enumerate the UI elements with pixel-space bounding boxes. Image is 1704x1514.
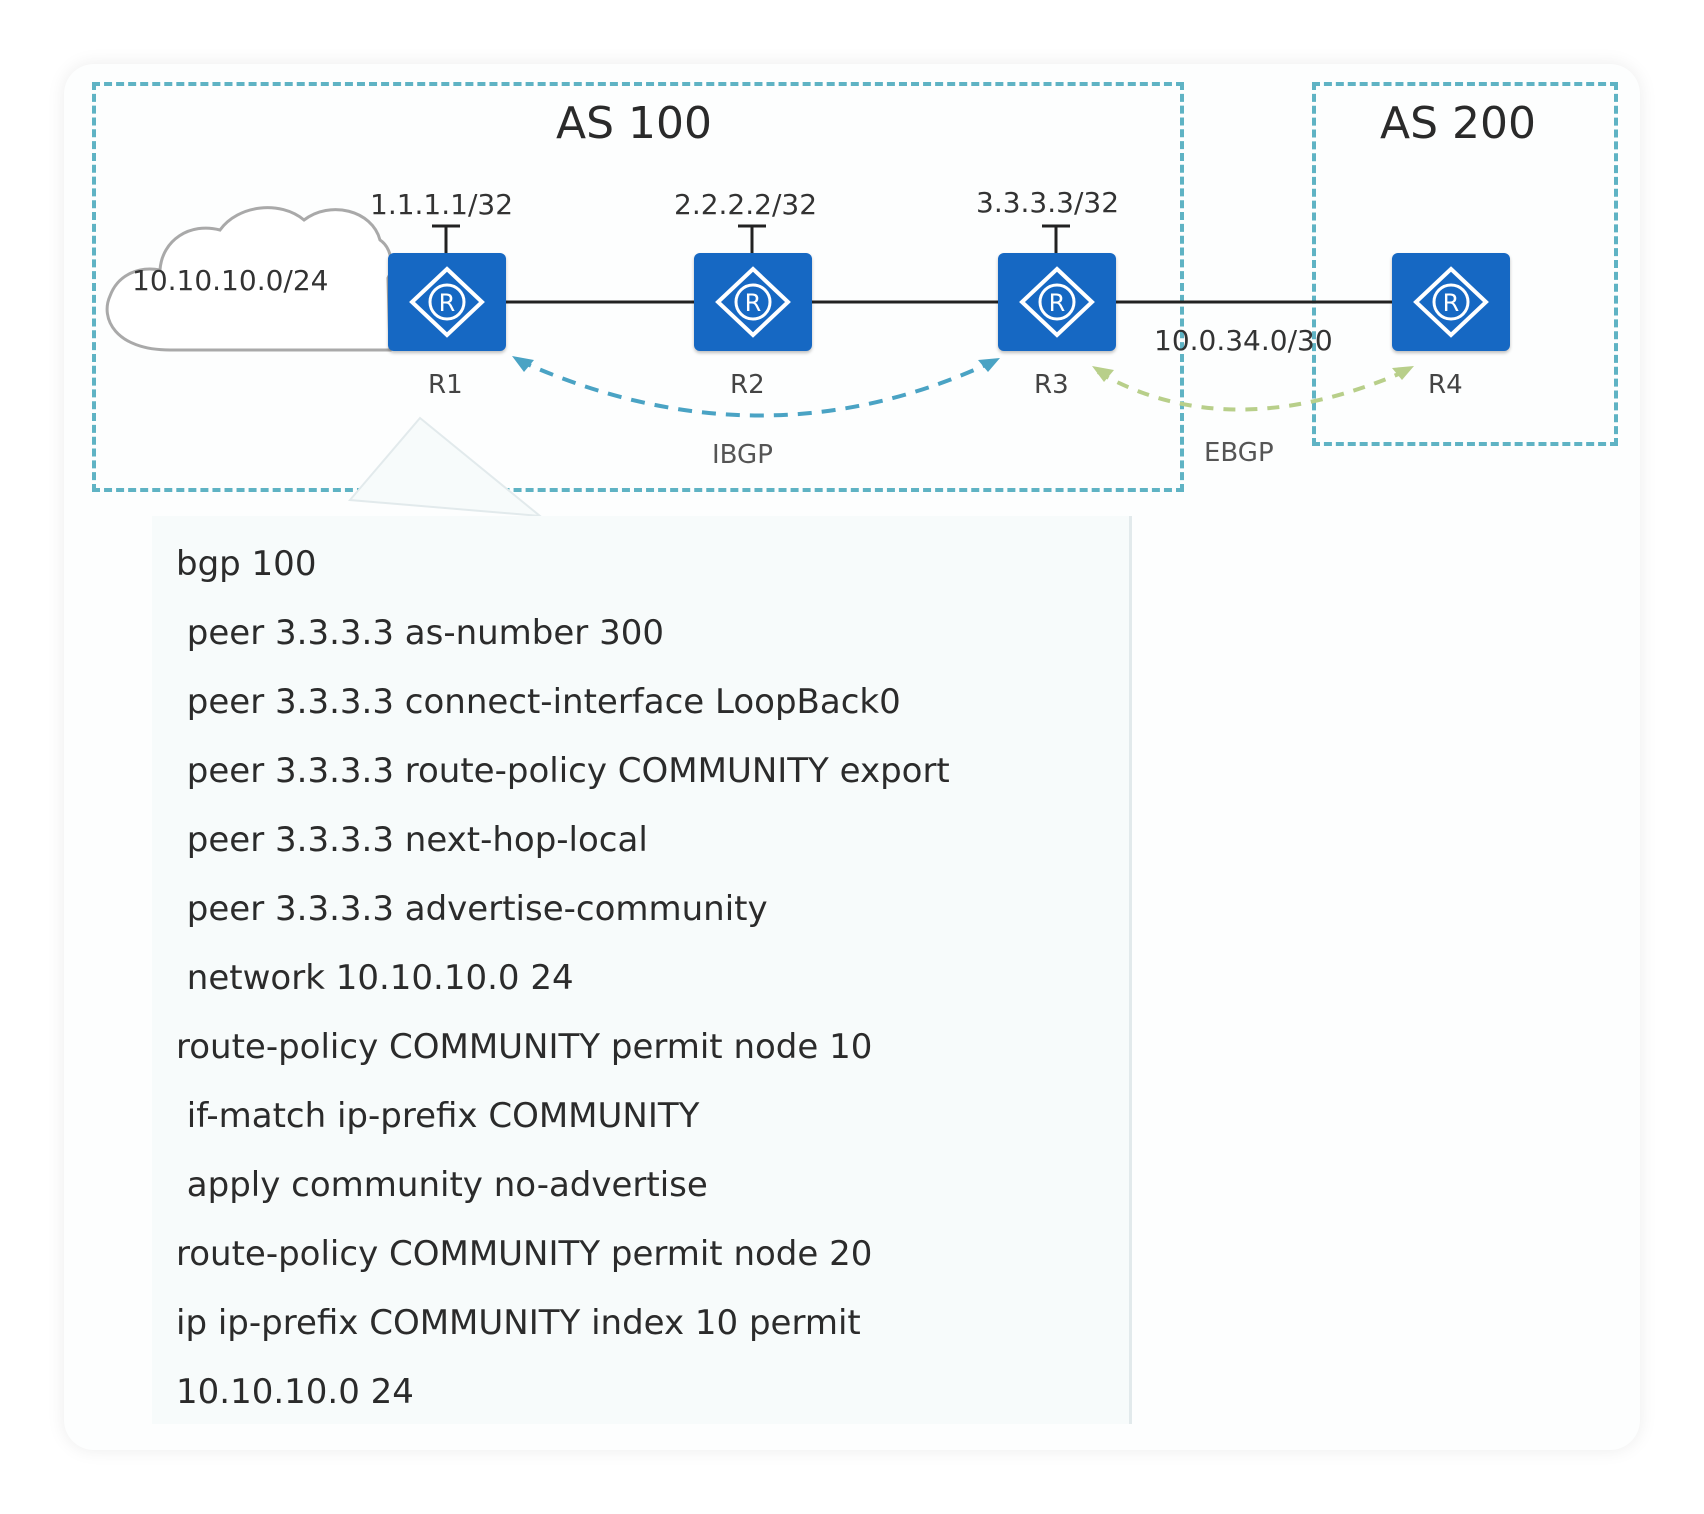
- as-100-title: AS 100: [556, 98, 712, 149]
- svg-text:R: R: [745, 289, 762, 317]
- ebgp-session-arc: [1097, 368, 1409, 412]
- config-line: if-match ip-prefix COMMUNITY: [176, 1096, 700, 1136]
- as-100-boundary: [92, 82, 1184, 492]
- svg-text:R: R: [1443, 289, 1460, 317]
- router-r1[interactable]: R: [388, 253, 506, 351]
- r1-name-label: R1: [428, 370, 463, 400]
- router-icon: R: [1413, 266, 1489, 338]
- r3-r4-subnet-label: 10.0.34.0/30: [1154, 324, 1333, 357]
- config-line: route-policy COMMUNITY permit node 20: [176, 1234, 873, 1274]
- as-200-boundary: [1312, 82, 1618, 446]
- as-200-title: AS 200: [1380, 98, 1536, 149]
- router-r4[interactable]: R: [1392, 253, 1510, 351]
- r2-name-label: R2: [730, 370, 765, 400]
- config-line: peer 3.3.3.3 next-hop-local: [176, 820, 648, 860]
- config-line: peer 3.3.3.3 advertise-community: [176, 889, 768, 929]
- router-icon: R: [1019, 266, 1095, 338]
- r1-loopback-label: 1.1.1.1/32: [370, 188, 514, 221]
- config-line: peer 3.3.3.3 as-number 300: [176, 613, 664, 653]
- r1-config-box: bgp 100 peer 3.3.3.3 as-number 300 peer …: [152, 516, 1132, 1424]
- r2-loopback-label: 2.2.2.2/32: [674, 188, 818, 221]
- callout-pointer: [347, 416, 544, 518]
- svg-text:R: R: [1049, 289, 1066, 317]
- cloud-icon: [105, 206, 393, 352]
- r3-name-label: R3: [1034, 370, 1069, 400]
- config-line: network 10.10.10.0 24: [176, 958, 574, 998]
- config-line: apply community no-advertise: [176, 1165, 708, 1205]
- svg-text:R: R: [439, 289, 456, 317]
- config-line: 10.10.10.0 24: [176, 1372, 414, 1412]
- router-icon: R: [409, 266, 485, 338]
- config-line: peer 3.3.3.3 route-policy COMMUNITY expo…: [176, 751, 950, 791]
- router-r2[interactable]: R: [694, 253, 812, 351]
- ibgp-session-arc: [517, 358, 993, 418]
- config-line: bgp 100: [176, 544, 317, 584]
- router-r3[interactable]: R: [998, 253, 1116, 351]
- ebgp-label: EBGP: [1204, 438, 1274, 468]
- r3-loopback-label: 3.3.3.3/32: [976, 186, 1120, 219]
- router-icon: R: [715, 266, 791, 338]
- config-line: peer 3.3.3.3 connect-interface LoopBack0: [176, 682, 901, 722]
- config-line: route-policy COMMUNITY permit node 10: [176, 1027, 873, 1067]
- config-line: ip ip-prefix COMMUNITY index 10 permit: [176, 1303, 861, 1343]
- r4-name-label: R4: [1428, 370, 1463, 400]
- cloud-network-label: 10.10.10.0/24: [132, 264, 329, 297]
- ibgp-label: IBGP: [712, 440, 773, 470]
